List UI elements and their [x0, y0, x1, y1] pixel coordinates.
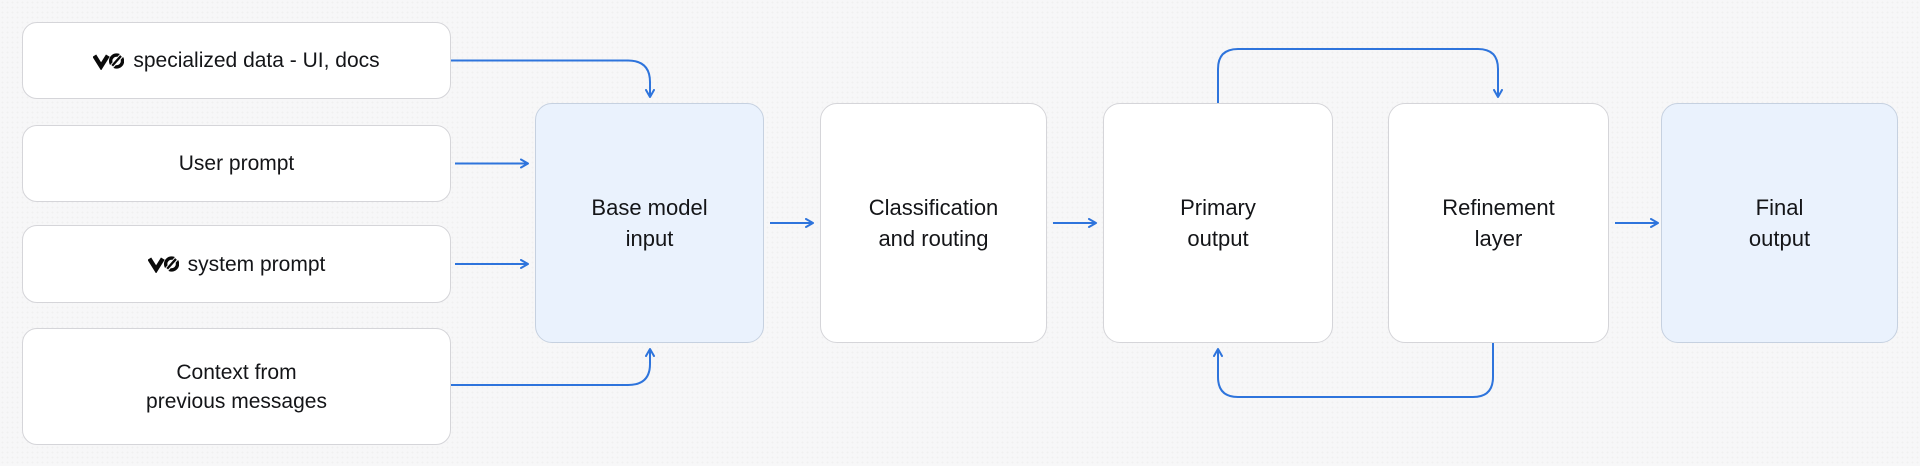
stage-box-classification-and-routing: Classification and routing	[820, 103, 1047, 343]
stage-box-refinement-layer: Refinement layer	[1388, 103, 1609, 343]
stage-box-primary-output: Primary output	[1103, 103, 1333, 343]
stage-label-primary-output: Primary output	[1180, 195, 1256, 251]
input-label-user-prompt: User prompt	[178, 152, 295, 175]
stage-box-base-model-input: Base model input	[535, 103, 764, 343]
input-box-system-prompt: system prompt	[22, 225, 451, 303]
input-box-user-prompt: User prompt	[22, 125, 451, 202]
v0-logo-icon	[147, 256, 179, 273]
arrow-specialized-data-to-base-model	[451, 59, 655, 98]
input-box-specialized-data: specialized data - UI, docs	[22, 22, 451, 99]
stage-label-refinement-layer: Refinement layer	[1442, 195, 1555, 251]
stage-label-classification-and-routing: Classification and routing	[868, 195, 999, 251]
stage-label-final-output: Final output	[1748, 195, 1811, 251]
v0-logo-icon	[93, 52, 125, 70]
input-label-system-prompt: system prompt	[187, 252, 326, 276]
arrow-refinement-to-primary-bottom-loop	[1213, 343, 1494, 398]
input-label-context-previous-messages: Context from previous messages	[146, 360, 327, 413]
stage-label-base-model-input: Base model input	[591, 195, 708, 251]
stage-box-final-output: Final output	[1661, 103, 1898, 343]
input-label-specialized-data: specialized data - UI, docs	[133, 49, 380, 72]
input-box-context-previous-messages: Context from previous messages	[22, 328, 451, 445]
arrow-primary-to-refinement-top-loop	[1217, 48, 1503, 103]
arrow-context-to-base-model	[451, 348, 655, 386]
